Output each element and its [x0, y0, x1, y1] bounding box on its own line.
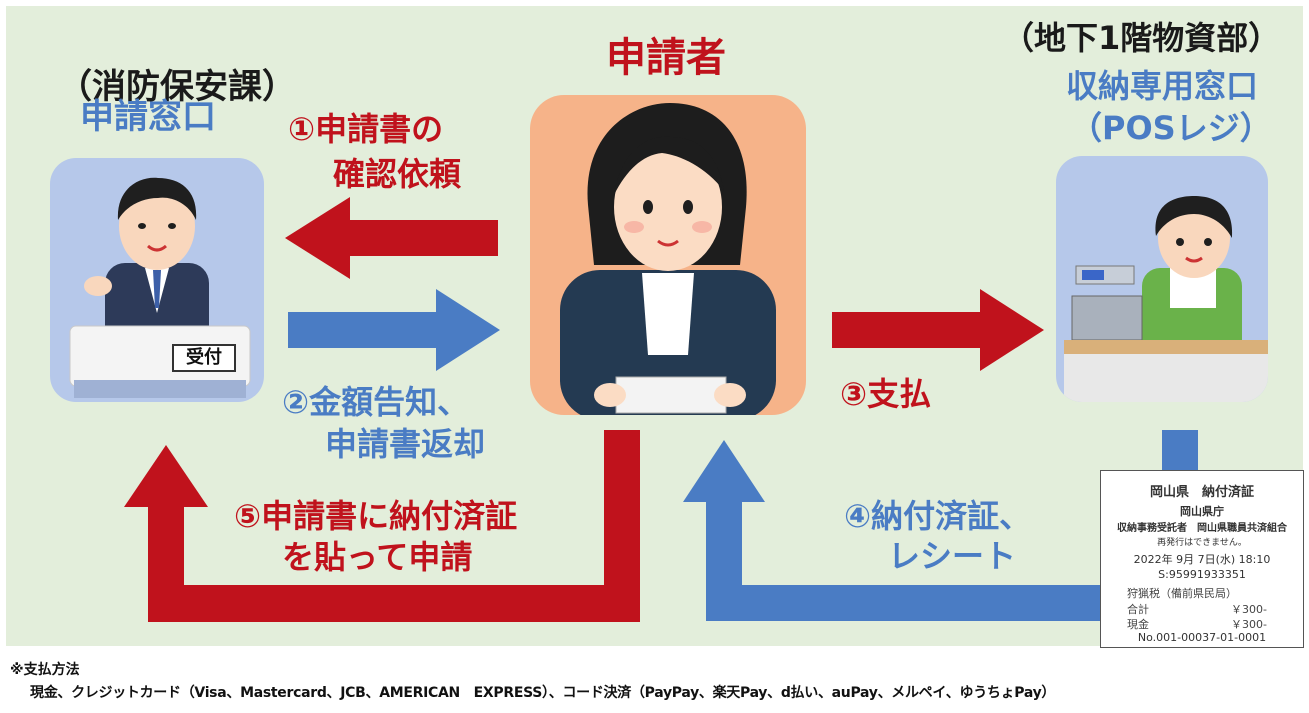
pos-register-label: （POSレジ） [1070, 109, 1272, 147]
receipt-datetime: 2022年 9月 7日(水) 18:10 [1133, 553, 1271, 566]
receipt-agent: 収納事務受託者 岡山県職員共済組合 [1117, 523, 1287, 534]
arrow-payment [832, 289, 1044, 371]
receipt-total-label: 合計 [1127, 603, 1149, 616]
pos-box [1056, 156, 1268, 402]
receipt-note: 再発行はできません。 [1157, 538, 1247, 548]
right-floor-label: （地下1階物資部） [1002, 19, 1281, 57]
step5-label-line1: ⑤申請書に納付済証 [234, 497, 518, 535]
receipt-cash-label: 現金 [1127, 618, 1149, 631]
receipt-tax-item: 狩猟税（備前県民局） [1127, 587, 1237, 600]
arrow-amount-notice [288, 289, 500, 371]
applicant-label: 申請者 [606, 35, 726, 81]
applicant-woman-icon [560, 103, 776, 415]
receipt-serial: S:95991933351 [1158, 568, 1246, 581]
step4-label-line2: レシート [888, 537, 1017, 575]
arrow-submit-application [124, 430, 640, 622]
cashier-window-label: 収納専用窓口 [1066, 67, 1259, 105]
step1-label-line1: ①申請書の [288, 110, 444, 148]
receipt-issuer: 岡山県庁 [1180, 505, 1224, 518]
receipt-title: 岡山県 納付済証 [1149, 485, 1254, 500]
receipt-cash-value: ￥300- [1231, 618, 1267, 631]
left-department-label: （消防保安課） [58, 67, 296, 107]
step5-label-line2: を貼って申請 [282, 538, 473, 576]
step4-label-line1: ④納付済証、 [844, 497, 1032, 535]
payment-methods-list: 現金、クレジットカード（Visa、Mastercard、JCB、AMERICAN… [30, 685, 1056, 701]
step2-label-line2: 申請書返却 [325, 425, 486, 463]
receipt-total-value: ￥300- [1231, 603, 1267, 616]
receipt-number: No.001-00037-01-0001 [1137, 631, 1267, 644]
step2-label-line1: ②金額告知、 [282, 383, 470, 421]
application-window-label: 申請窓口 [80, 97, 216, 137]
step1-label-line2: 確認依頼 [333, 155, 462, 193]
payment-methods-heading: ※支払方法 [10, 662, 80, 678]
applicant-box [530, 95, 806, 415]
reception-box: 受付 [50, 158, 264, 402]
arrow-request-check [285, 197, 498, 279]
desk-sign: 受付 [172, 344, 236, 372]
payment-receipt: 岡山県 納付済証 岡山県庁 収納事務受託者 岡山県職員共済組合 再発行はできませ… [1100, 470, 1304, 648]
cashier-icon [1064, 196, 1268, 402]
step3-label: ③支払 [840, 375, 932, 413]
